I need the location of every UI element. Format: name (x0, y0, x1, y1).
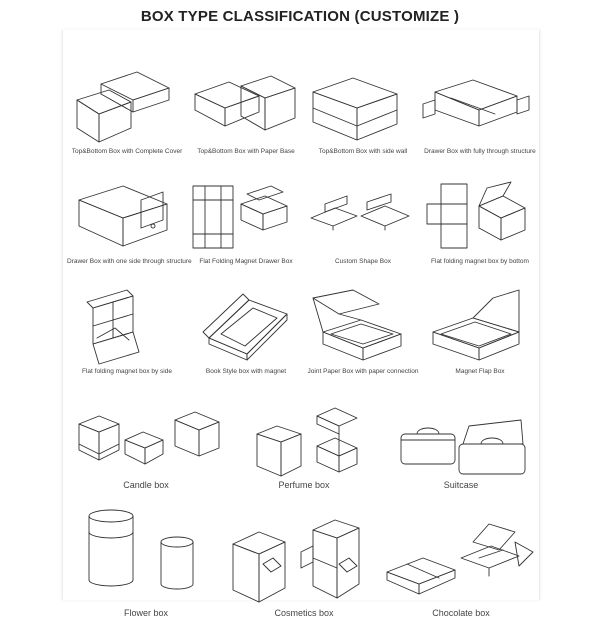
box-caption: Perfume box (278, 480, 330, 490)
box-joint-paper-illustration (312, 289, 402, 361)
box-caption: Book Style box with magnet (205, 368, 287, 375)
box-custom-shape-illustration (310, 193, 410, 231)
box-top-bottom-side-wall: Top&Bottom Box with side wall (305, 70, 421, 160)
box-drawer-fully-through: Drawer Box with fully through structure (421, 70, 539, 160)
box-caption: Joint Paper Box with paper connection (307, 368, 419, 375)
box-perfume-illustration (256, 407, 358, 477)
box-drawer-one-side-through-illustration (78, 185, 168, 247)
box-flat-folding-magnet-drawer: Flat Folding Magnet Drawer Box (187, 180, 305, 270)
box-book-style-magnet-illustration (202, 293, 288, 361)
box-caption: Top&Bottom Box with side wall (318, 148, 408, 155)
box-caption: Suitcase (443, 480, 479, 490)
box-caption: Cosmetics box (274, 608, 334, 618)
box-suitcase-illustration (400, 419, 526, 475)
box-cosmetics: Cosmetics box (225, 502, 383, 620)
diagram-panel: Top&Bottom Box with Complete Cover Top&B… (62, 30, 540, 618)
box-drawer-one-side-through: Drawer Box with one side through structu… (67, 180, 192, 270)
box-flat-folding-magnet-drawer-illustration (192, 185, 288, 249)
box-candle: Candle box (67, 404, 225, 504)
box-flower: Flower box (67, 502, 225, 620)
box-magnet-flap-illustration (432, 289, 520, 361)
box-caption: Flower box (123, 608, 168, 618)
box-magnet-flap: Magnet Flap Box (421, 288, 539, 380)
box-caption: Flat folding magnet box by side (82, 368, 172, 375)
box-caption: Magnet Flap Box (455, 368, 505, 375)
page-title: BOX TYPE CLASSIFICATION (CUSTOMIZE ) (140, 8, 460, 25)
box-flat-folding-side-illustration (86, 289, 140, 365)
box-perfume: Perfume box (225, 404, 383, 504)
box-chocolate-illustration (386, 523, 534, 595)
box-top-bottom-paper-base: Top&Bottom Box with Paper Base (187, 70, 305, 160)
box-caption: Top&Bottom Box with Complete Cover (71, 148, 183, 155)
box-custom-shape: Custom Shape Box (305, 180, 421, 270)
box-caption: Custom Shape Box (334, 258, 391, 265)
box-flat-folding-bottom: Flat folding magnet box by bottom (421, 180, 539, 270)
box-caption: Flat Folding Magnet Drawer Box (199, 258, 293, 265)
box-caption: Chocolate box (432, 608, 490, 618)
box-top-bottom-complete-cover: Top&Bottom Box with Complete Cover (67, 70, 187, 160)
box-book-style-magnet: Book Style box with magnet (187, 288, 305, 380)
box-joint-paper: Joint Paper Box with paper connection (305, 288, 421, 380)
box-caption: Drawer Box with one side through structu… (67, 258, 192, 265)
box-flower-illustration (88, 509, 194, 590)
box-top-bottom-side-wall-illustration (312, 77, 398, 141)
box-caption: Top&Bottom Box with Paper Base (197, 148, 295, 155)
box-top-bottom-complete-cover-illustration (76, 71, 170, 143)
box-flat-folding-bottom-illustration (426, 181, 526, 249)
box-top-bottom-paper-base-illustration (194, 75, 296, 131)
box-caption: Flat folding magnet box by bottom (431, 258, 529, 265)
box-flat-folding-side: Flat folding magnet box by side (67, 288, 187, 380)
box-cosmetics-illustration (232, 519, 360, 603)
box-candle-illustration (78, 411, 220, 465)
box-chocolate: Chocolate box (383, 502, 539, 620)
box-caption: Drawer Box with fully through structure (424, 148, 536, 155)
box-drawer-fully-through-illustration (422, 79, 530, 127)
box-caption: Candle box (123, 480, 169, 490)
box-suitcase: Suitcase (383, 404, 539, 504)
